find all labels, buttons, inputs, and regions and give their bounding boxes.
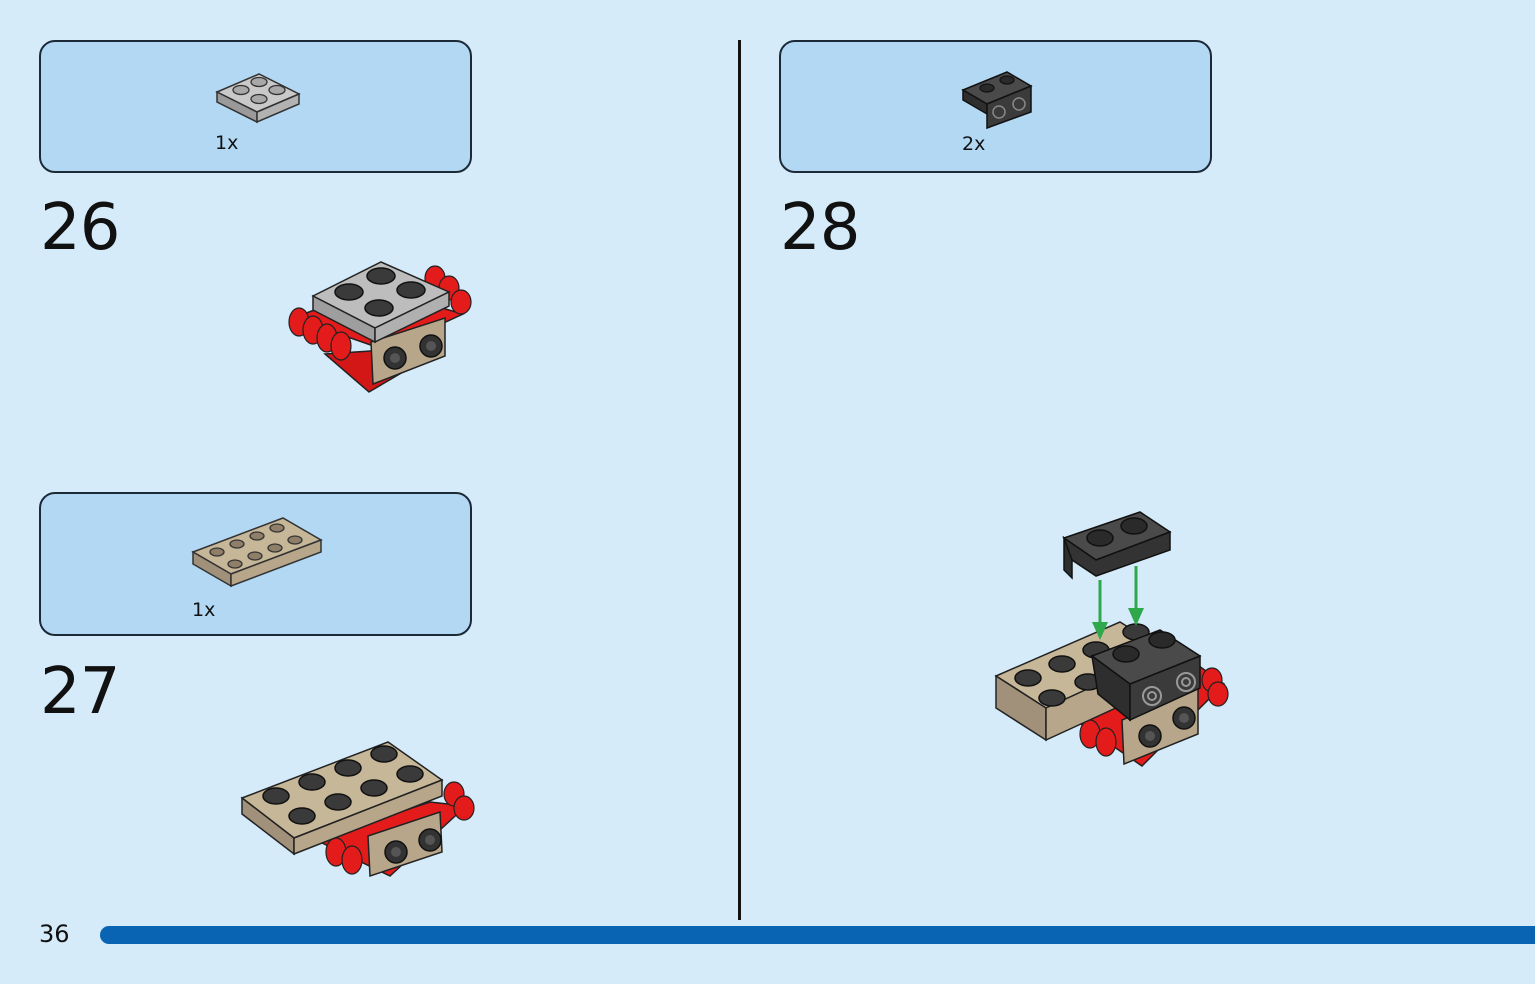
part-quantity: 2x — [962, 133, 986, 155]
part-2x4-tan-plate-icon — [191, 512, 323, 592]
green-arrow-icon — [1092, 566, 1144, 640]
part-quantity: 1x — [215, 132, 239, 154]
step-27-assembly-illustration — [240, 736, 476, 888]
page-progress-bar — [100, 926, 1535, 944]
step-26-assembly-illustration — [285, 258, 475, 398]
step-number: 26 — [40, 191, 120, 265]
part-2x2-gray-plate-icon — [215, 66, 301, 126]
part-quantity: 1x — [192, 599, 216, 621]
parts-box-step-28: 2x — [779, 40, 1212, 173]
step-number: 28 — [780, 191, 860, 265]
step-number: 27 — [40, 655, 120, 729]
page-divider — [738, 40, 741, 920]
page-number: 36 — [39, 920, 70, 948]
parts-box-step-26: 1x — [39, 40, 472, 173]
part-1x2-dark-bracket-icon — [961, 66, 1033, 130]
parts-box-step-27: 1x — [39, 492, 472, 636]
step-28-assembly-illustration — [992, 508, 1229, 770]
